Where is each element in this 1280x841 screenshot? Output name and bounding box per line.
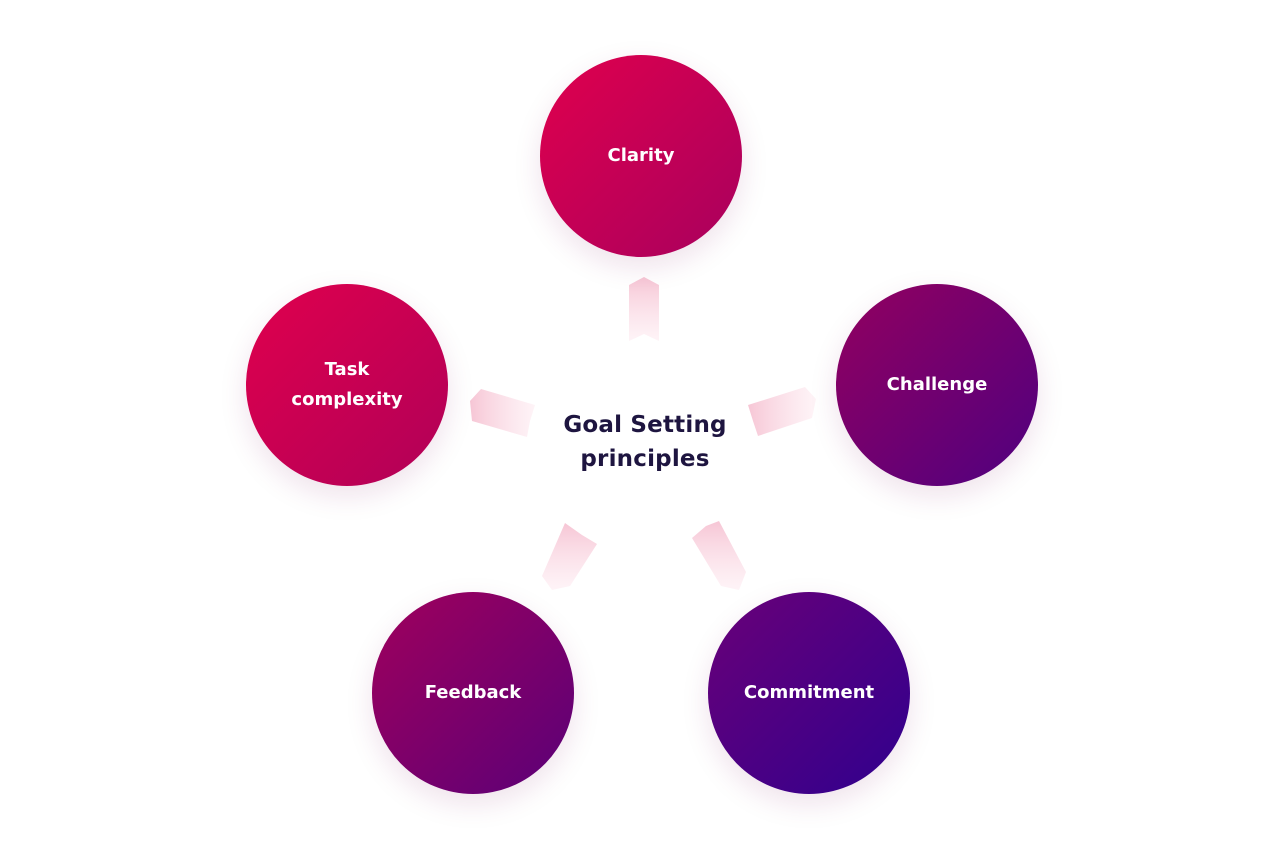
- node-label-task-complexity: Task complexity: [291, 359, 403, 410]
- connector-challenge: [748, 387, 816, 436]
- connector-task-complexity: [470, 389, 535, 437]
- node-task-complexity: Task complexity: [246, 284, 448, 486]
- connector-feedback: [542, 523, 597, 590]
- node-label-feedback: Feedback: [424, 682, 522, 703]
- diagram-title-line-1: Goal Setting: [563, 412, 727, 438]
- node-clarity: Clarity: [540, 55, 742, 257]
- connector-clarity: [629, 277, 659, 341]
- node-challenge: Challenge: [836, 284, 1038, 486]
- connector-commitment: [692, 521, 746, 590]
- node-label-commitment: Commitment: [743, 682, 875, 703]
- diagram-title-line-2: principles: [580, 446, 710, 472]
- diagram-title: Goal Setting principles: [520, 408, 770, 476]
- node-commitment: Commitment: [708, 592, 910, 794]
- node-label-challenge: Challenge: [886, 374, 988, 395]
- node-label-clarity: Clarity: [607, 145, 675, 166]
- node-feedback: Feedback: [372, 592, 574, 794]
